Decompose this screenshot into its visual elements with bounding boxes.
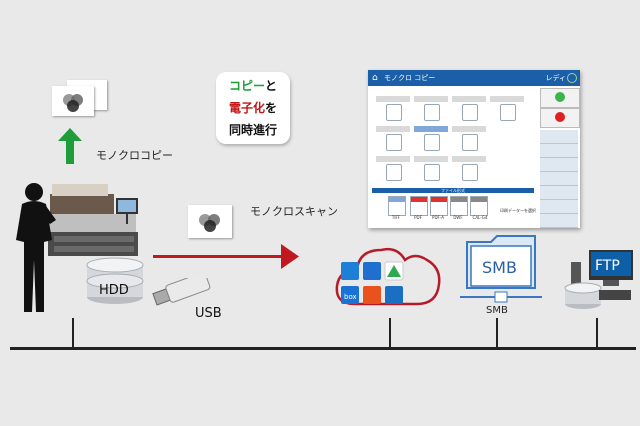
- network-drop-printer: [72, 318, 74, 348]
- callout-wo: を: [265, 101, 278, 115]
- operator-printer-illustration: [16, 183, 138, 312]
- copy-up-arrow: [58, 128, 82, 164]
- panel-red-button[interactable]: [540, 108, 580, 128]
- side-button-4[interactable]: [540, 172, 578, 186]
- dropbox-icon: [341, 262, 359, 280]
- exchange-icon: [385, 286, 403, 304]
- scan-label: モノクロスキャン: [250, 205, 338, 218]
- format-tiff-button[interactable]: [388, 196, 406, 216]
- box-icon: [341, 286, 359, 304]
- callout-box: コピーと 電子化を 同時進行: [216, 72, 290, 144]
- monochrome-circles-icon: [63, 94, 83, 112]
- format-cal-button[interactable]: [470, 196, 488, 216]
- smb-folder-label: SMB: [482, 258, 517, 277]
- smb-network-connector: [460, 291, 542, 303]
- svg-text:box: box: [344, 293, 357, 301]
- monochrome-circles-icon: [199, 214, 220, 232]
- control-panel-screen: ⌂ モノクロ コピー レディ ファイル形式 TIFF PDF PDF-A DWF…: [368, 70, 580, 228]
- side-button-7[interactable]: [540, 214, 578, 228]
- side-button-3[interactable]: [540, 158, 578, 172]
- panel-function-8[interactable]: [376, 156, 410, 182]
- panel-function-9[interactable]: [414, 156, 448, 182]
- panel-function-6[interactable]: [414, 126, 448, 152]
- callout-copy: コピー: [228, 79, 265, 93]
- format-dwf-button[interactable]: [450, 196, 468, 216]
- format-label-cal: CAL-G4: [472, 215, 488, 220]
- panel-function-2[interactable]: [414, 96, 448, 122]
- file-format-strip: ファイル形式: [372, 188, 534, 193]
- format-label-pdfa: PDF-A: [432, 215, 444, 220]
- usb-label: USB: [195, 306, 222, 321]
- status-indicator-icon: [567, 73, 577, 83]
- panel-function-3[interactable]: [452, 96, 486, 122]
- format-label-pdf: PDF: [414, 215, 422, 220]
- callout-digitize: 電子化: [228, 101, 265, 115]
- panel-header: ⌂ モノクロ コピー レディ: [368, 70, 580, 86]
- cloud-storage-icon: box: [335, 247, 441, 306]
- format-extra-label: 印刷データーを選択: [500, 208, 536, 213]
- panel-title: モノクロ コピー: [384, 74, 436, 82]
- format-pdfa-button[interactable]: [430, 196, 448, 216]
- scan-paper: [188, 205, 232, 238]
- panel-green-button[interactable]: [540, 88, 580, 108]
- ftp-label: FTP: [595, 258, 620, 274]
- side-button-6[interactable]: [540, 200, 578, 214]
- panel-function-5[interactable]: [376, 126, 410, 152]
- format-label-tiff: TIFF: [391, 215, 401, 220]
- network-drop-smb: [496, 318, 498, 348]
- network-line: [10, 347, 636, 350]
- side-button-5[interactable]: [540, 186, 578, 200]
- panel-status: レディ: [545, 74, 566, 82]
- stop-icon: [555, 112, 565, 122]
- format-label-dwf: DWF: [453, 215, 463, 220]
- network-drop-cloud: [389, 318, 391, 348]
- copy-paper-front: [52, 86, 94, 116]
- hdd-icon: [86, 257, 144, 304]
- panel-function-7[interactable]: [452, 126, 486, 152]
- panel-function-1[interactable]: [376, 96, 410, 122]
- side-button-1[interactable]: [540, 130, 578, 144]
- smb-label: SMB: [486, 305, 508, 316]
- home-icon[interactable]: ⌂: [372, 73, 378, 83]
- side-button-2[interactable]: [540, 144, 578, 158]
- onedrive-icon: [363, 262, 381, 280]
- usb-drive-icon: [152, 278, 211, 306]
- panel-function-4[interactable]: [490, 96, 524, 122]
- callout-simultaneous: 同時進行: [228, 123, 277, 137]
- office-icon: [363, 286, 381, 304]
- format-pdf-button[interactable]: [410, 196, 428, 216]
- hdd-label: HDD: [99, 283, 129, 298]
- start-icon: [555, 92, 565, 102]
- panel-function-10[interactable]: [452, 156, 486, 182]
- ftp-server-icon: [564, 250, 633, 309]
- scan-right-arrow: [153, 244, 299, 269]
- smb-folder-icon: [466, 235, 536, 289]
- callout-to: と: [265, 79, 278, 93]
- copy-label: モノクロコピー: [96, 149, 173, 162]
- network-drop-ftp: [596, 318, 598, 348]
